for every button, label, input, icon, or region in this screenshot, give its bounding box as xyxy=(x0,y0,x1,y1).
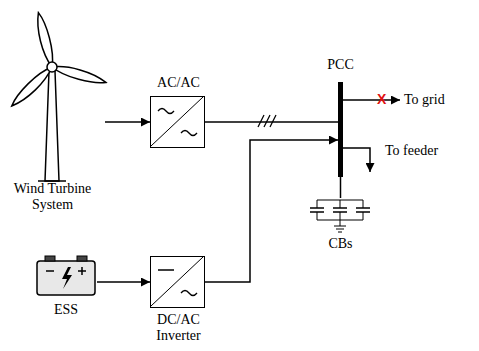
capacitor-bank-symbol xyxy=(305,198,375,236)
node-label: CBs xyxy=(305,236,376,252)
capacitor-bank: CBs xyxy=(305,198,376,236)
converter-symbol xyxy=(151,97,203,146)
converter-box: AC/AC xyxy=(150,96,205,148)
connector-line xyxy=(105,121,150,123)
three-phase-mark xyxy=(258,115,276,127)
grid-line xyxy=(343,99,400,101)
wind-turbine: Wind Turbine System xyxy=(0,5,105,215)
inverter-box: DC/AC Inverter xyxy=(150,256,205,308)
pcc-bus-bar: PCC xyxy=(338,82,343,177)
node-label: DC/AC Inverter xyxy=(141,312,216,344)
connector-line xyxy=(205,121,338,123)
battery-storage: ESS xyxy=(35,255,97,297)
wind-turbine-illustration xyxy=(0,5,105,185)
connector-line xyxy=(340,177,342,198)
feeder-label: To feeder xyxy=(385,143,438,159)
connector-line xyxy=(97,281,150,283)
node-label: Wind Turbine System xyxy=(0,181,105,213)
grid-label: To grid xyxy=(404,92,445,108)
connector-line xyxy=(205,140,338,282)
node-label: ESS xyxy=(30,302,102,318)
battery-illustration xyxy=(35,255,97,297)
inverter-symbol xyxy=(151,257,203,306)
feeder-line xyxy=(343,148,370,172)
node-label: AC/AC xyxy=(141,75,216,91)
open-breaker-mark: X xyxy=(377,91,386,107)
node-label: PCC xyxy=(313,57,368,73)
